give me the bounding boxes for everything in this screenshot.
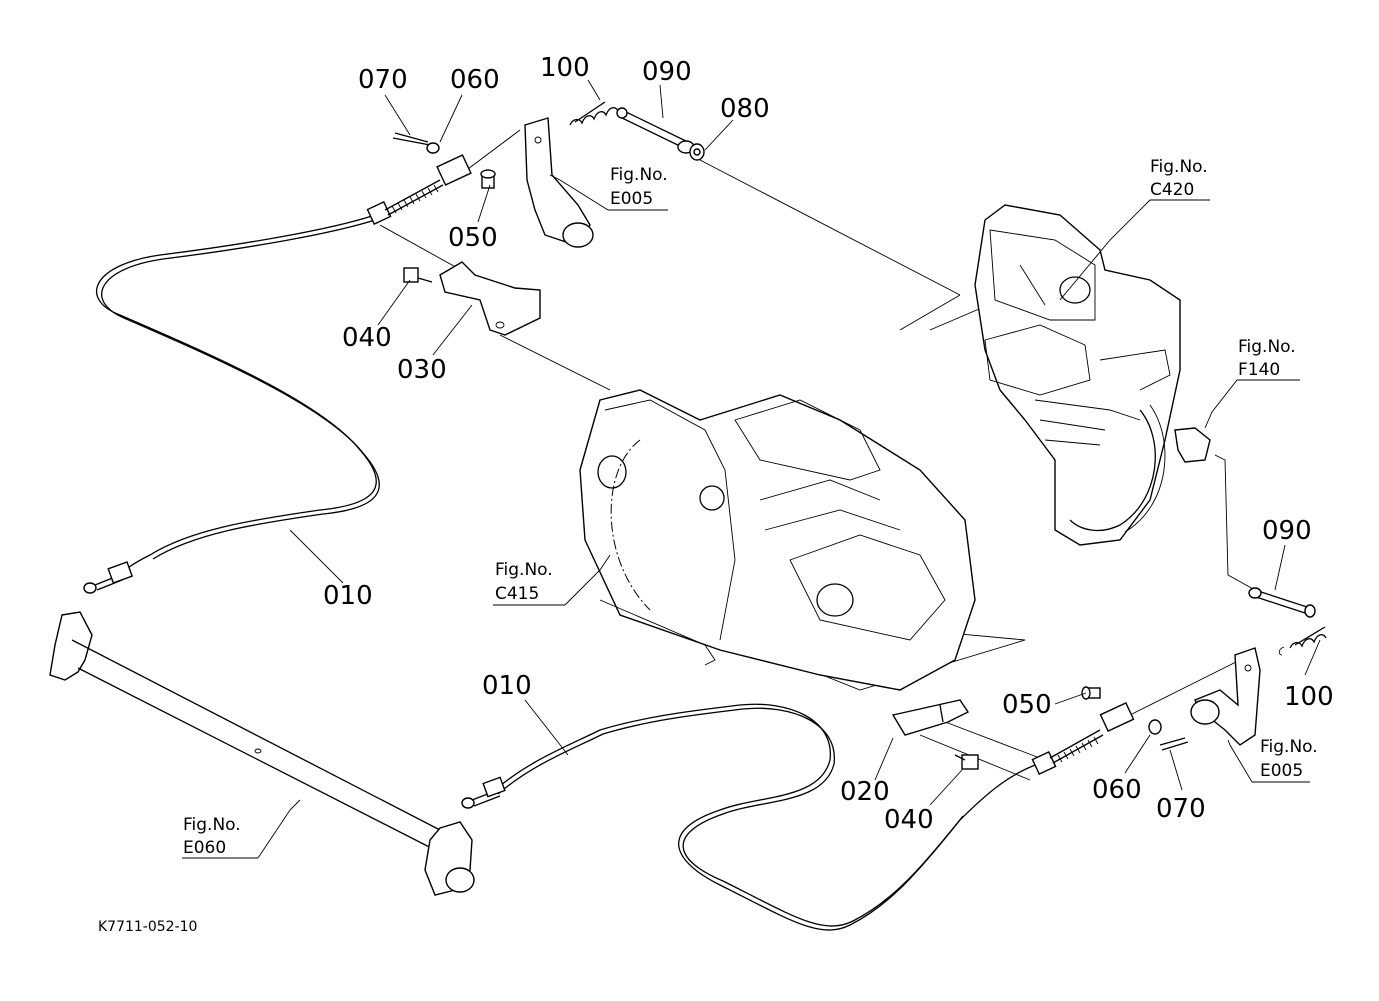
cable-end-bottom bbox=[1031, 701, 1135, 775]
fig-label: Fig.No. bbox=[1150, 157, 1208, 177]
callout-leaders bbox=[182, 79, 1321, 859]
fig-label: Fig.No. bbox=[495, 560, 553, 580]
washer-060-bottom bbox=[1148, 719, 1162, 735]
callout-070-top: 070 bbox=[358, 65, 408, 95]
callout-060-top: 060 bbox=[450, 65, 500, 95]
callout-labels: 070 060 100 090 080 050 040 030 010 010 … bbox=[323, 53, 1334, 835]
fig-ref-f140: Fig.No. F140 bbox=[1238, 337, 1296, 380]
fig-code: E005 bbox=[1260, 761, 1303, 781]
callout-010-left: 010 bbox=[323, 581, 373, 611]
lever-arm-top bbox=[524, 117, 594, 248]
fig-ref-e005-bottom: Fig.No. E005 bbox=[1260, 737, 1318, 781]
callout-080: 080 bbox=[720, 94, 770, 124]
fig-ref-e005-top: Fig.No. E005 bbox=[610, 165, 668, 209]
fig-code: E060 bbox=[183, 838, 226, 858]
pin-090-top bbox=[616, 107, 695, 154]
clip-f140 bbox=[1174, 427, 1211, 463]
fig-ref-c420: Fig.No. C420 bbox=[1150, 157, 1208, 200]
callout-090-right: 090 bbox=[1262, 516, 1312, 546]
fig-code: C415 bbox=[495, 584, 539, 604]
fig-label: Fig.No. bbox=[183, 815, 241, 835]
transmission-case-c415 bbox=[579, 389, 976, 691]
bracket-030 bbox=[439, 261, 541, 336]
cable-end-top bbox=[366, 154, 472, 225]
bolt-040-top bbox=[403, 267, 433, 283]
fig-label: Fig.No. bbox=[1260, 737, 1318, 757]
drawing-code: K7711-052-10 bbox=[98, 919, 197, 935]
callout-030: 030 bbox=[397, 355, 447, 385]
bolt-040-bottom bbox=[954, 754, 979, 770]
callout-050-top: 050 bbox=[448, 223, 498, 253]
fig-ref-e060: Fig.No. E060 bbox=[183, 815, 241, 858]
fig-label: Fig.No. bbox=[610, 165, 668, 185]
lever-arm-bottom bbox=[1190, 647, 1261, 746]
callout-100-top: 100 bbox=[540, 53, 590, 83]
cotter-pin-070-top bbox=[392, 132, 440, 154]
washer-080 bbox=[689, 143, 705, 161]
fig-code: E005 bbox=[610, 189, 653, 209]
clevis-pin-050-top bbox=[480, 169, 496, 189]
fig-code: C420 bbox=[1150, 180, 1194, 200]
cotter-pin-070-bottom bbox=[1159, 737, 1189, 751]
shaft-e060 bbox=[49, 561, 506, 896]
callout-040-bottom: 040 bbox=[884, 805, 934, 835]
callout-100-right: 100 bbox=[1284, 682, 1334, 712]
callout-020: 020 bbox=[840, 777, 890, 807]
fig-ref-c415: Fig.No. C415 bbox=[495, 560, 553, 604]
callout-010-bottom: 010 bbox=[482, 671, 532, 701]
callout-050-bottom: 050 bbox=[1002, 690, 1052, 720]
fig-label: Fig.No. bbox=[1238, 337, 1296, 357]
callout-070-bottom: 070 bbox=[1156, 794, 1206, 824]
fig-code: F140 bbox=[1238, 360, 1280, 380]
transmission-case-c420 bbox=[974, 204, 1181, 546]
pin-090-right bbox=[1248, 587, 1316, 618]
callout-060-bottom: 060 bbox=[1092, 775, 1142, 805]
bracket-020 bbox=[891, 699, 970, 736]
callout-090-top: 090 bbox=[642, 57, 692, 87]
spring-100-top bbox=[569, 101, 619, 126]
control-cable-010 bbox=[95, 214, 1036, 931]
callout-040-top: 040 bbox=[342, 323, 392, 353]
spring-100-right bbox=[1278, 626, 1327, 656]
